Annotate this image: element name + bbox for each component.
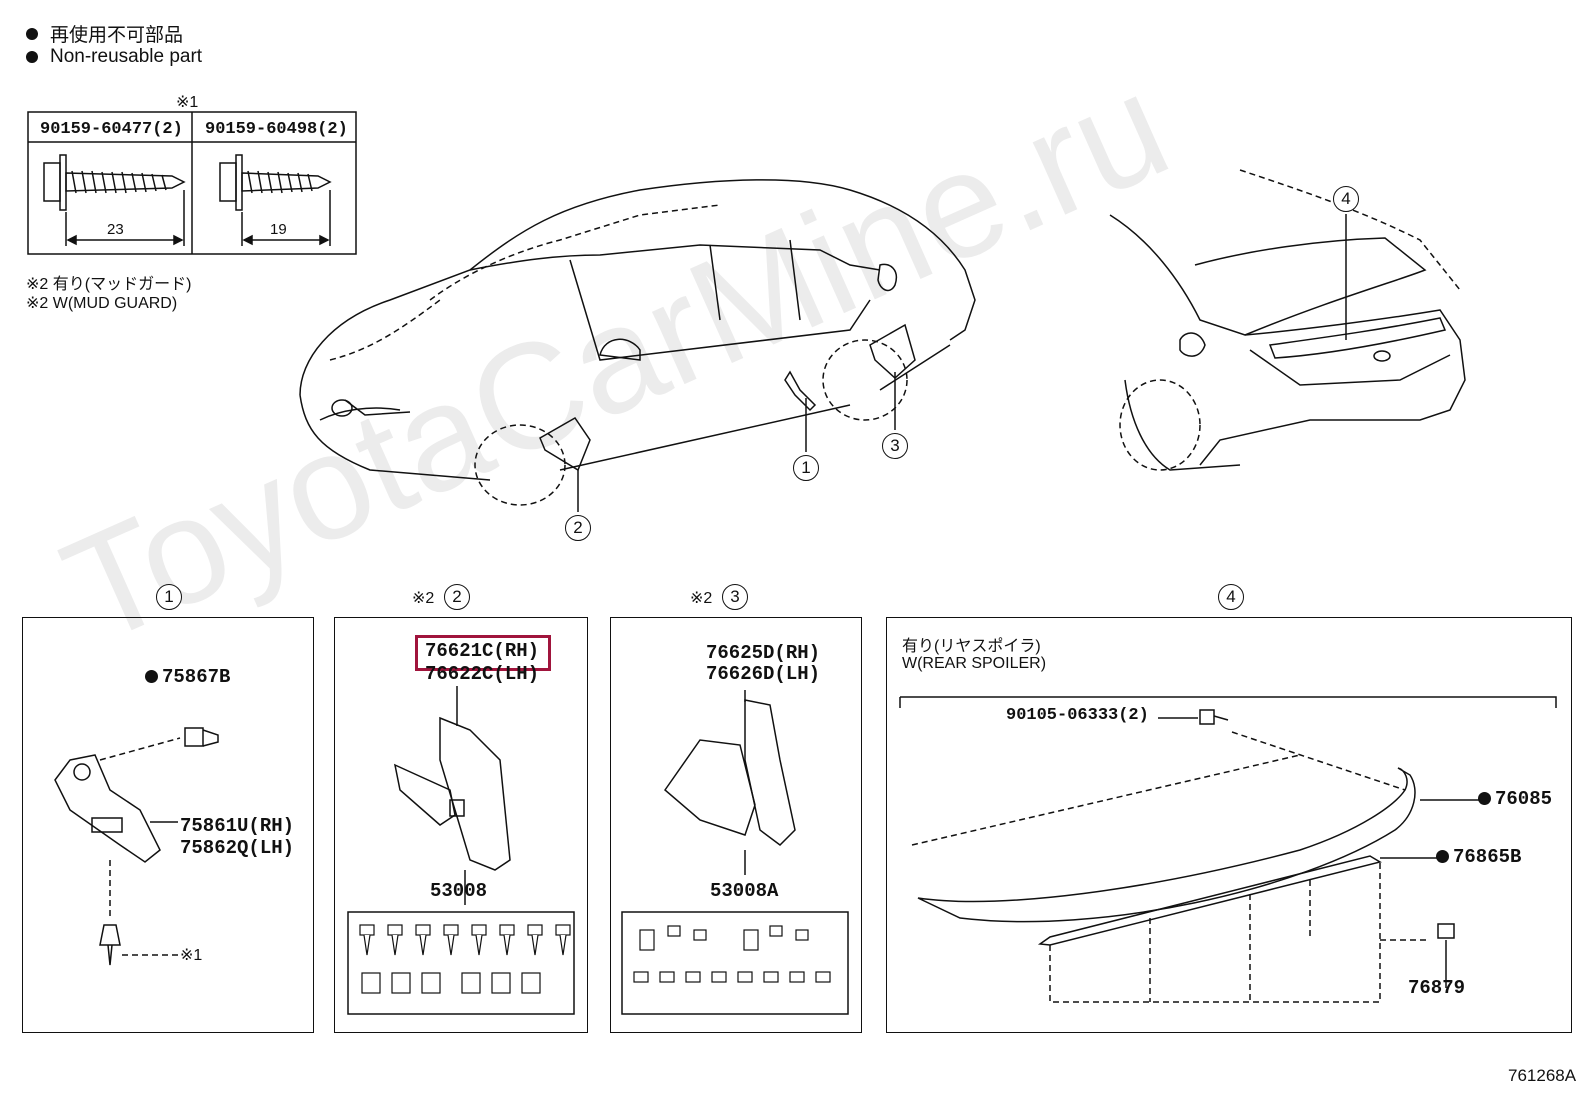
non-reusable-dot-icon (1478, 792, 1491, 805)
fastener-table-ref: ※1 (176, 94, 199, 111)
legend-non-reusable-en: Non-reusable part (26, 46, 202, 68)
note-mud-guard-en: ※2 W(MUD GUARD) (26, 295, 178, 312)
panel-4 (886, 617, 1572, 1033)
panel-1 (22, 617, 314, 1033)
panel-2-number: 2 (444, 584, 470, 610)
part-90105-06333: 90105-06333(2) (1006, 706, 1149, 725)
part-76621C: 76621C(RH) (425, 640, 540, 662)
callout-1: 1 (793, 455, 819, 481)
car-rear-view (1109, 169, 1466, 471)
fastener-col1-part: 90159-60477(2) (40, 120, 183, 139)
part-75861U: 75861U(RH) (180, 815, 295, 837)
panel-2-ref: ※2 (412, 590, 435, 607)
panel-4-number: 4 (1218, 584, 1244, 610)
selected-part-highlight (415, 635, 551, 671)
part-75862Q: 75862Q(LH) (180, 837, 295, 859)
panel-1-number: 1 (156, 584, 182, 610)
part-53008: 53008 (430, 880, 488, 902)
panel-4-title-en: W(REAR SPOILER) (902, 655, 1047, 672)
panel-2-drawing (347, 686, 575, 1015)
part-53008A: 53008A (710, 880, 779, 902)
callout-2: 2 (565, 515, 591, 541)
non-reusable-dot-icon (145, 670, 158, 683)
kit-53008-fasteners (359, 924, 571, 994)
part-76865B: 76865B (1436, 846, 1521, 868)
fastener-col2-length: 19 (270, 221, 287, 238)
callout-3: 3 (882, 433, 908, 459)
panel-3-ref: ※2 (690, 590, 713, 607)
panel-3-number: 3 (722, 584, 748, 610)
legend-non-reusable-jp: 再使用不可部品 (26, 20, 183, 47)
diagram-id: 761268A (1508, 1066, 1577, 1085)
part-76625D: 76625D(RH) (706, 642, 821, 664)
panel-1-ref: ※1 (180, 947, 203, 964)
part-76622C: 76622C(LH) (425, 663, 540, 685)
non-reusable-dot-icon (1436, 850, 1449, 863)
car-front-view (299, 179, 976, 506)
panel-1-drawing (54, 727, 219, 966)
non-reusable-dot-icon (26, 51, 38, 63)
panel-4-drawing (899, 696, 1557, 1003)
panel-4-title-jp: 有り(リヤスポイラ) (902, 638, 1041, 655)
part-76085: 76085 (1478, 788, 1552, 810)
panel-2 (334, 617, 588, 1033)
fastener-col1-length: 23 (107, 221, 124, 238)
screw-23-drawing (43, 154, 186, 246)
non-reusable-dot-icon (26, 27, 38, 40)
callout-4: 4 (1333, 186, 1359, 212)
kit-53008A-fasteners (633, 925, 831, 983)
panel-3 (610, 617, 862, 1033)
panel-3-drawing (621, 690, 849, 1015)
fastener-col2-part: 90159-60498(2) (205, 120, 348, 139)
part-76626D: 76626D(LH) (706, 663, 821, 685)
note-mud-guard-jp: ※2 有り(マッドガード) (26, 276, 192, 293)
part-75867B: 75867B (145, 666, 230, 688)
screw-19-drawing (219, 154, 332, 246)
part-76879: 76879 (1408, 977, 1466, 999)
